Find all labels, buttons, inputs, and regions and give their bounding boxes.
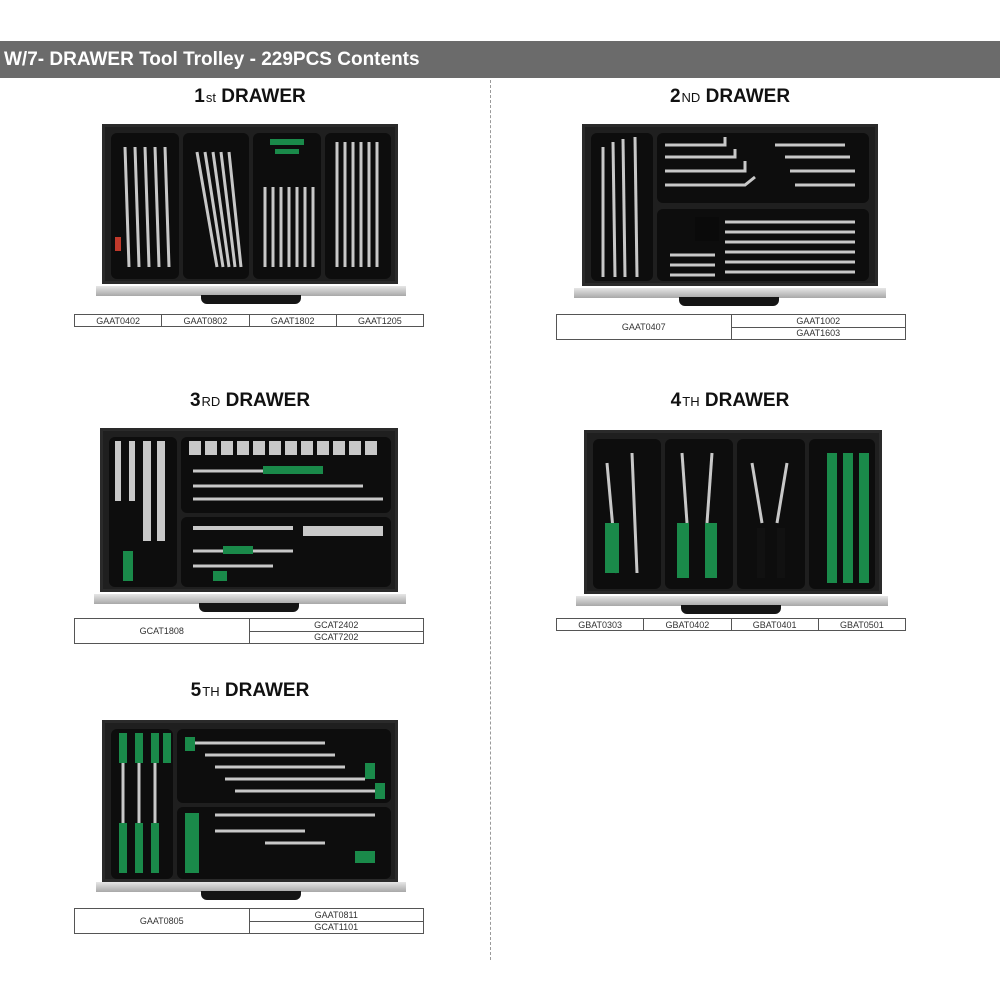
code-cell: GAAT0811 <box>248 908 424 922</box>
drawer-1-codes: GAAT0402 GAAT0802 GAAT1802 GAAT1205 <box>73 314 425 327</box>
drawer-5-codes: GAAT0805 GAAT0811 GCAT1101 <box>74 908 424 934</box>
code-cell: GCAT7202 <box>248 630 424 644</box>
code-cell: GAAT1603 <box>730 326 906 340</box>
code-cell: GCAT2402 <box>248 618 424 632</box>
drawer-1-title: 1st DRAWER <box>194 86 306 107</box>
drawer-3-title: 3RD DRAWER <box>189 390 311 411</box>
code-cell: GAAT0805 <box>74 908 250 934</box>
code-cell: GAAT1002 <box>730 314 906 328</box>
drawer-2-codes: GAAT0407 GAAT1002 GAAT1603 <box>556 314 906 340</box>
code-cell: GBAT0401 <box>730 618 819 631</box>
drawer-4-codes: GBAT0303 GBAT0402 GBAT0401 GBAT0501 <box>555 618 907 631</box>
drawer-5-title: 5TH DRAWER <box>190 680 310 701</box>
drawer-4-title: 4TH DRAWER <box>670 390 790 411</box>
drawer-2-title: 2ND DRAWER <box>669 86 791 107</box>
code-cell: GAAT0802 <box>161 314 250 327</box>
code-cell: GAAT1802 <box>248 314 337 327</box>
page-banner: W/7- DRAWER Tool Trolley - 229PCS Conten… <box>0 41 1000 78</box>
code-cell: GAAT0407 <box>556 314 732 340</box>
code-cell: GBAT0501 <box>817 618 907 631</box>
code-cell: GCAT1808 <box>74 618 250 644</box>
code-cell: GAAT0402 <box>73 314 163 327</box>
code-cell: GBAT0402 <box>643 618 732 631</box>
code-cell: GAAT1205 <box>335 314 425 327</box>
code-cell: GBAT0303 <box>555 618 645 631</box>
drawer-3-codes: GCAT1808 GCAT2402 GCAT7202 <box>74 618 424 644</box>
column-divider <box>490 80 491 960</box>
code-cell: GCAT1101 <box>248 920 424 934</box>
